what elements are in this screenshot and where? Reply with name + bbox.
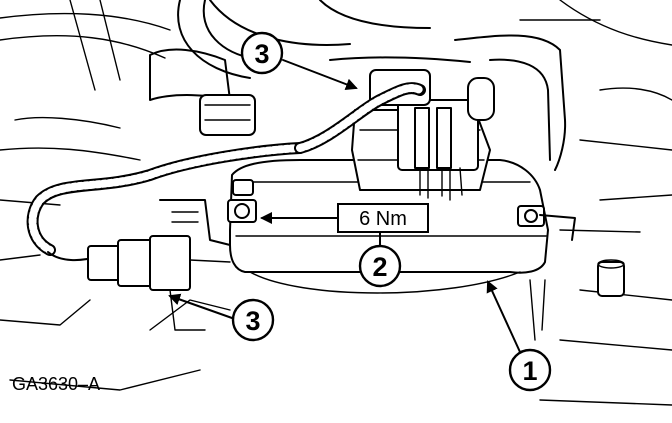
callout-number: 3	[254, 39, 269, 69]
top-connector	[369, 69, 495, 201]
leader-3-upper	[282, 59, 358, 91]
background-engine-linework	[0, 0, 672, 406]
callout-2: 2	[358, 244, 402, 288]
callout-number: 2	[372, 252, 387, 282]
callout-3-upper: 3	[240, 31, 284, 75]
torque-spec: 6 Nm	[337, 203, 429, 233]
leader-1	[486, 280, 521, 353]
side-connector	[87, 199, 231, 331]
callout-number: 1	[522, 356, 537, 386]
callout-3-lower: 3	[231, 298, 275, 342]
bolt-left	[227, 199, 257, 223]
leader-3-lower	[168, 293, 233, 319]
bolt-top-left	[232, 179, 254, 196]
callout-1: 1	[508, 348, 552, 392]
torque-box	[337, 203, 429, 233]
torque-value: 6 Nm	[359, 208, 407, 230]
mounting-bolts	[227, 179, 576, 341]
callout-leaders	[168, 59, 521, 353]
bolt-right	[517, 205, 545, 227]
callout-number: 3	[245, 306, 260, 336]
figure-id: GA3630–A	[12, 374, 100, 394]
wire-harness	[26, 82, 426, 262]
